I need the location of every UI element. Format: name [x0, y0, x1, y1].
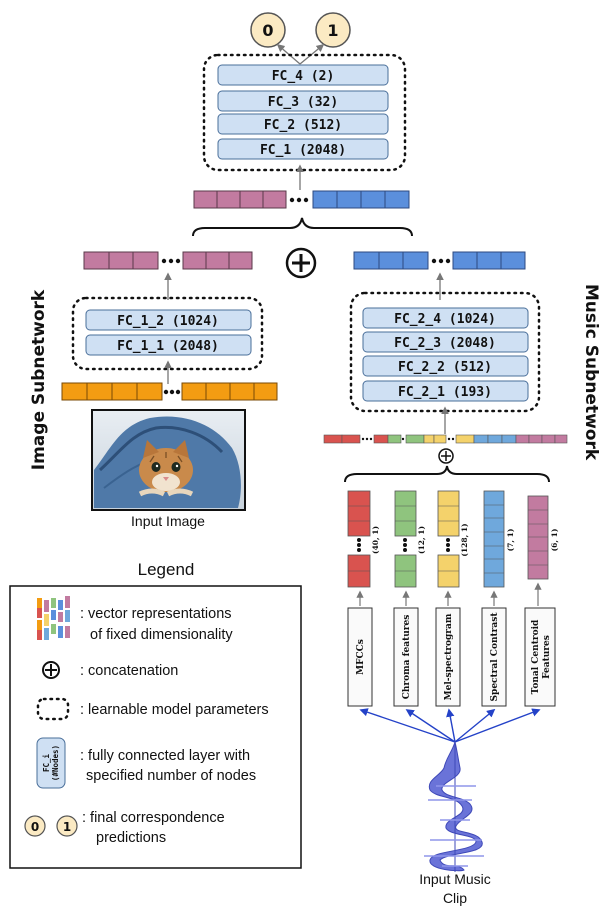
- legend-params-icon: [36, 697, 70, 721]
- feature-box-mfcc: MFCCs: [347, 607, 373, 707]
- image-subnetwork-title: Image Subnetwork: [29, 289, 49, 470]
- feature-column-tonal: (6, 1): [527, 495, 559, 580]
- legend-pred-text-1: : final correspondence: [82, 810, 225, 826]
- legend-prediction-1: 1: [63, 820, 71, 834]
- fc-layer-fc2-3-label: FC_2_3 (2048): [394, 336, 496, 351]
- spectral-label: Spectral Contrast: [490, 612, 500, 702]
- legend-concat-icon: [42, 661, 60, 679]
- top-learnable-params-box: [202, 53, 407, 172]
- audio-waveform: [424, 740, 484, 872]
- image-learnable-params-box: [71, 296, 264, 371]
- music-subnetwork-title: Music Subnetwork: [581, 284, 601, 461]
- prediction-1-label: 1: [327, 21, 338, 40]
- music-concatenation-icon: [438, 448, 454, 464]
- mel-label: Mel-spectrogram: [444, 613, 454, 700]
- arrow-wave-to-mel: [446, 708, 456, 743]
- fc-layer-fc1-2-label: FC_1_2 (1024): [117, 314, 219, 329]
- concatenation-icon: [285, 247, 317, 279]
- legend-title: Legend: [138, 560, 195, 579]
- image-feature-vector: [61, 382, 278, 401]
- prediction-0-label: 0: [262, 21, 273, 40]
- fc-layer-fc2-1-label: FC_2_1 (193): [398, 385, 492, 400]
- feature-column-mfcc: (40, 1): [347, 490, 380, 588]
- legend-concat-text: : concatenation: [80, 663, 178, 679]
- fc-layer-fc2-4: FC_2_4 (1024): [362, 307, 529, 329]
- concatenated-vector: [193, 190, 410, 209]
- arrow-wave-to-mfcc: [359, 708, 456, 743]
- fc-layer-fc1-label: FC_1 (2048): [260, 143, 346, 158]
- input-image-label: Input Image: [131, 513, 205, 529]
- fc-layer-fc1-1: FC_1_1 (2048): [85, 334, 252, 356]
- fc-layer-fc2-label: FC_2 (512): [264, 118, 342, 133]
- legend-fc-icon: FC_i (#Nodes): [36, 737, 66, 789]
- legend-vector-text-2: of fixed dimensionality: [90, 627, 233, 643]
- legend-prediction-icon-0: 0: [24, 815, 46, 837]
- tonal-label-line2: Features: [542, 635, 552, 679]
- music-learnable-params-box: [349, 291, 541, 413]
- legend-fc-text-1: : fully connected layer with: [80, 748, 250, 764]
- legend-vector-text-1: : vector representations: [80, 606, 232, 622]
- chroma-label: Chroma features: [402, 615, 412, 700]
- input-music-label-line1: Input Music: [419, 871, 491, 887]
- legend-prediction-0: 0: [31, 820, 39, 834]
- spectral-dim-label: (7, 1): [506, 529, 515, 552]
- legend-fc-text-2: specified number of nodes: [86, 768, 256, 784]
- feature-box-spectral: Spectral Contrast: [481, 607, 507, 707]
- tonal-label-line1: Tonal Centroid: [531, 619, 541, 694]
- feature-column-chroma: (12, 1): [394, 490, 426, 588]
- mfcc-dim-label: (40, 1): [371, 526, 380, 554]
- fc-layer-fc4-label: FC_4 (2): [272, 69, 335, 84]
- concat-brace: [192, 217, 413, 237]
- fc-layer-fc1-1-label: FC_1_1 (2048): [117, 339, 219, 354]
- input-music-label-line2: Clip: [443, 890, 467, 906]
- fc-layer-fc2-1: FC_2_1 (193): [362, 380, 529, 402]
- feature-column-mel: (128, 1): [437, 490, 469, 588]
- feature-box-mel: Mel-spectrogram: [435, 607, 461, 707]
- music-feature-vector: [323, 434, 568, 444]
- legend-params-text: : learnable model parameters: [80, 702, 269, 718]
- fc-layer-fc2-2: FC_2_2 (512): [362, 355, 529, 377]
- mfcc-label: MFCCs: [356, 639, 366, 675]
- prediction-1: 1: [315, 12, 351, 48]
- legend-prediction-icon-1: 1: [56, 815, 78, 837]
- fc-layer-fc2-3: FC_2_3 (2048): [362, 331, 529, 353]
- fc-layer-fc3: FC_3 (32): [217, 90, 389, 112]
- chroma-dim-label: (12, 1): [417, 526, 426, 554]
- feature-box-chroma: Chroma features: [393, 607, 419, 707]
- legend-vector-icon: [37, 596, 70, 640]
- feature-column-spectral: (7, 1): [483, 490, 515, 588]
- mel-dim-label: (128, 1): [460, 523, 469, 556]
- fc-layer-fc3-label: FC_3 (32): [268, 95, 338, 110]
- fc-layer-fc1-2: FC_1_2 (1024): [85, 309, 252, 331]
- fc-layer-fc4: FC_4 (2): [217, 64, 389, 86]
- music-embedding-vector: [353, 251, 526, 270]
- fc-layer-fc2-2-label: FC_2_2 (512): [398, 360, 492, 375]
- legend-fc-icon-line1: FC_i: [42, 753, 51, 772]
- kitten-image: [91, 409, 246, 511]
- legend-fc-icon-line2: (#Nodes): [51, 745, 60, 781]
- arrow-wave-to-chroma: [405, 709, 456, 743]
- arrow-wave-to-spectral: [454, 708, 496, 743]
- tonal-dim-label: (6, 1): [550, 529, 559, 552]
- image-embedding-vector: [83, 251, 253, 270]
- fc-layer-fc2-4-label: FC_2_4 (1024): [394, 312, 496, 327]
- fc-layer-fc1: FC_1 (2048): [217, 138, 389, 160]
- fc-layer-fc2: FC_2 (512): [217, 113, 389, 135]
- music-brace: [344, 465, 550, 483]
- arrow-wave-to-tonal: [454, 708, 541, 743]
- legend-pred-text-2: predictions: [96, 830, 166, 846]
- feature-box-tonal: Tonal Centroid Features: [524, 607, 556, 707]
- prediction-0: 0: [250, 12, 286, 48]
